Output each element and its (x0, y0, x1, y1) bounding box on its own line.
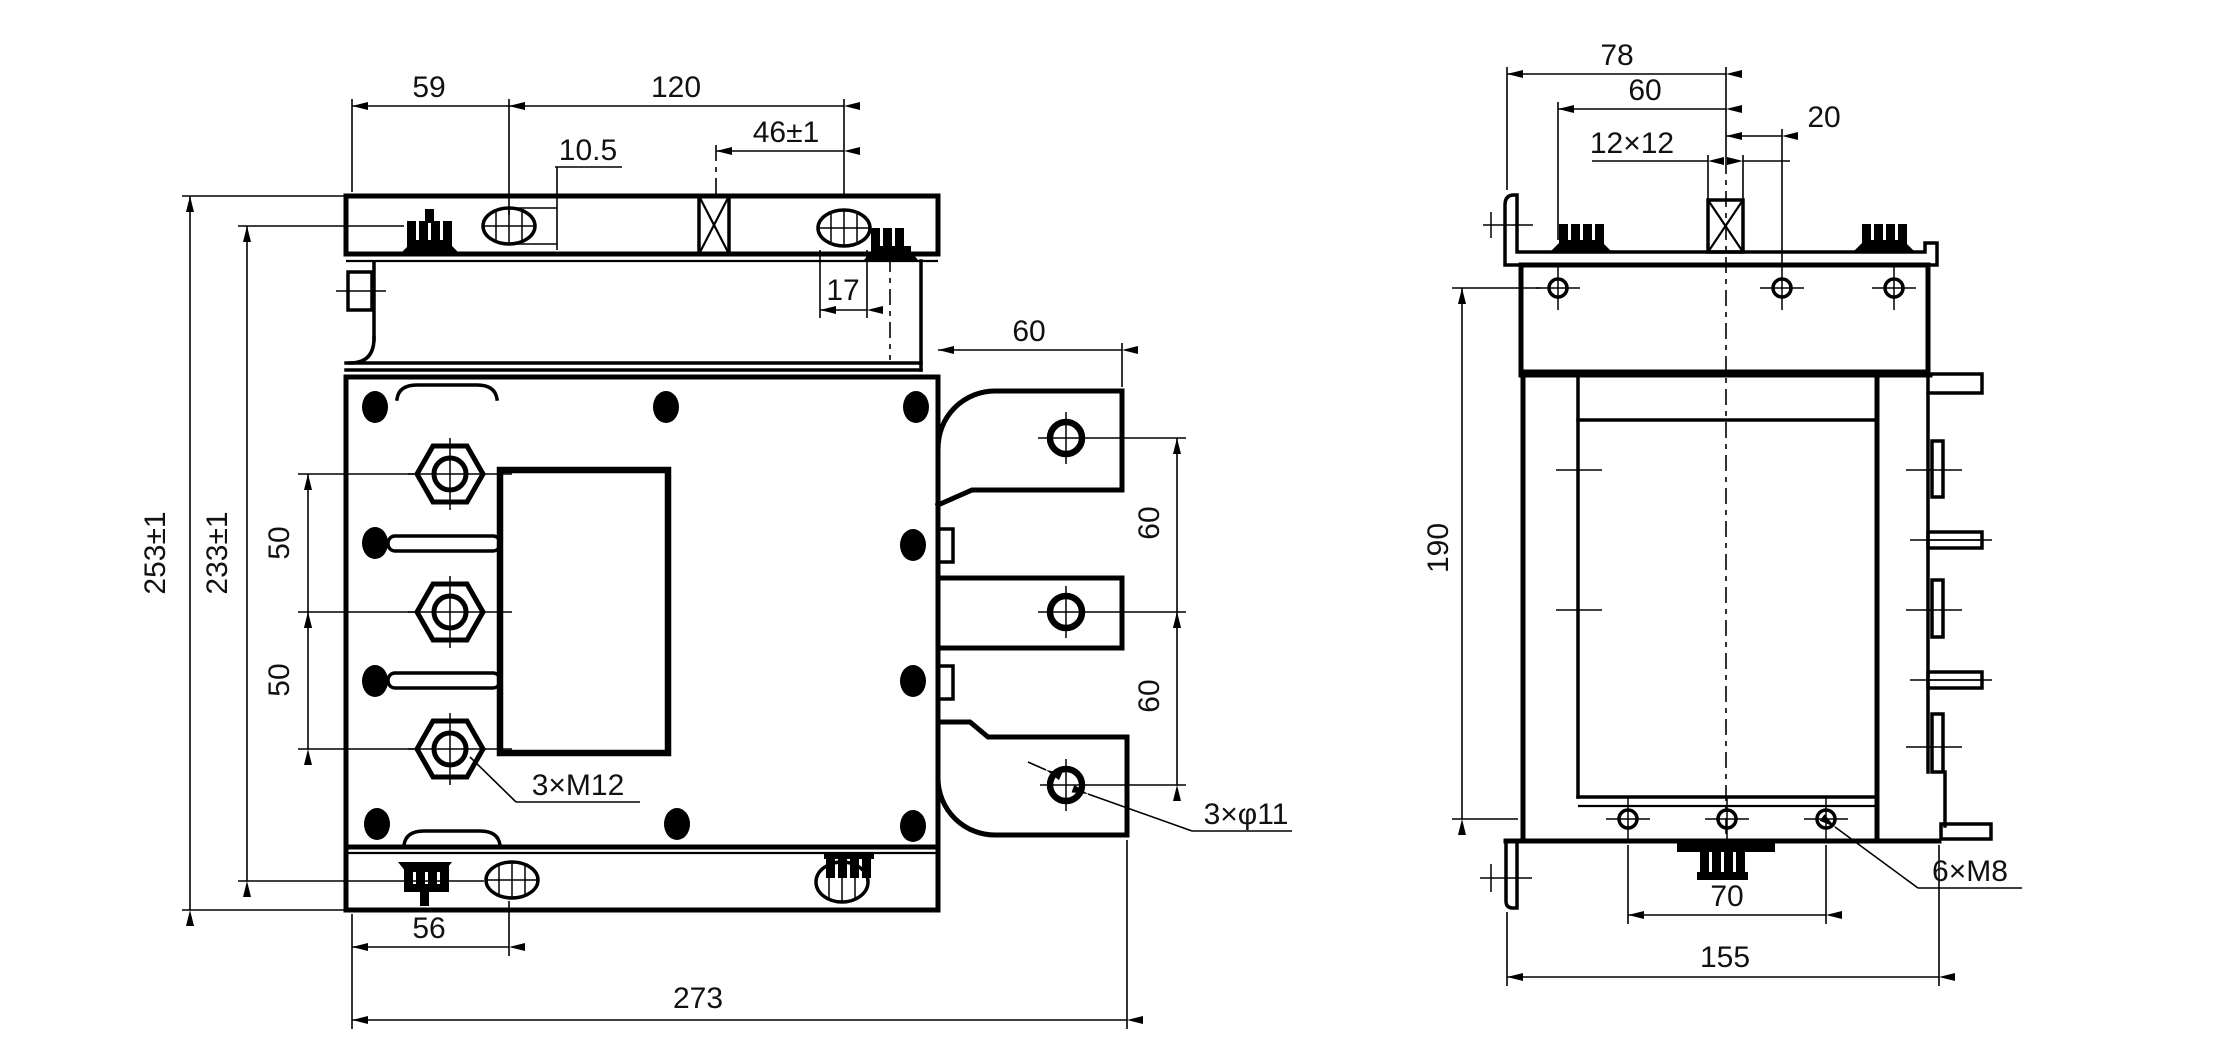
front-view: 59 120 10.5 46±1 17 253±1 233±1 (139, 71, 1292, 1029)
dim-lug-length: 60 (1012, 315, 1045, 348)
mounting-hole-bottom-2 (1705, 797, 1749, 841)
side-body (1520, 158, 1880, 858)
side-notch-2 (936, 664, 955, 701)
dim-terminal-thread: 3×M12 (532, 769, 625, 802)
bottom-mounting-bar (343, 844, 941, 913)
screw-clamp-side-bottom (1677, 843, 1775, 880)
dim-pole-pitch-lower: 50 (263, 663, 296, 696)
foot-right (1939, 822, 1993, 841)
front-dimensions: 59 120 10.5 46±1 17 253±1 233±1 (139, 71, 1292, 1029)
dim-top-width: 120 (651, 71, 701, 104)
hex-nut-1 (408, 438, 512, 510)
dim-base-slot-offset: 56 (412, 912, 445, 945)
terminal-lugs (934, 388, 1186, 838)
mounting-hole-bottom-1 (1606, 797, 1650, 841)
dim-top-depth: 78 (1600, 39, 1633, 72)
rivets (362, 391, 929, 842)
dim-base-hole-spacing: 70 (1710, 880, 1743, 913)
slotted-hole-top-right (816, 208, 872, 248)
dim-slot-width: 10.5 (559, 134, 617, 167)
slotted-hole-bottom-right (814, 852, 874, 904)
dim-top-left-width: 59 (412, 71, 445, 104)
head-block (1518, 262, 1933, 378)
side-notch-1 (936, 527, 955, 564)
bottom-flange (1480, 797, 1942, 910)
dim-pole-pitch-upper: 50 (263, 526, 296, 559)
dim-lug-pitch-lower: 60 (1133, 679, 1166, 712)
screw-clamp-bottom-right (824, 852, 874, 878)
dim-mounting-height: 233±1 (201, 511, 234, 594)
dim-overall-depth: 155 (1700, 941, 1750, 974)
side-dimensions: 78 60 20 12×12 190 70 (1422, 39, 2022, 986)
terminal-bar-2 (386, 671, 502, 690)
top-flange (1483, 193, 1939, 267)
dim-hole-offset: 20 (1807, 101, 1840, 134)
screw-clamp-bottom-left (398, 862, 452, 906)
tab-top (1926, 372, 1984, 395)
mounting-hole-bottom-3 (1804, 797, 1848, 841)
dim-overall-height: 253±1 (139, 511, 172, 594)
coil-terminal-symbol (697, 194, 731, 256)
screw-clamp-top-left (400, 209, 460, 254)
main-body (343, 374, 955, 850)
screw-clamp-top-right (864, 228, 918, 260)
slotted-hole-top-left (481, 206, 557, 246)
mounting-hole-top-1 (1536, 266, 1580, 310)
coil-window (496, 466, 672, 757)
arc-chute-housing (336, 256, 923, 372)
dim-lug-pitch-upper: 60 (1133, 506, 1166, 539)
side-view: 78 60 20 12×12 190 70 (1422, 39, 2022, 986)
slotted-hole-bottom-left (484, 860, 540, 900)
wire-clip-top (395, 383, 499, 401)
contact-tabs (1906, 372, 1993, 841)
dim-base-thread: 6×M8 (1932, 855, 2008, 888)
screw-clamp-side-right (1853, 224, 1915, 252)
mounting-hole-top-3 (1872, 266, 1916, 310)
lug-bottom (935, 719, 1130, 838)
lug-top (934, 388, 1125, 509)
dim-top-hole-depth: 60 (1628, 74, 1661, 107)
screw-clamp-side-left (1550, 224, 1612, 252)
top-mounting-bar (343, 193, 941, 263)
dim-mounting-hole-height: 190 (1422, 523, 1455, 573)
mounting-hole-top-2 (1760, 266, 1804, 310)
dim-slot-length: 17 (826, 274, 859, 307)
wire-clip-bottom (402, 829, 502, 847)
terminal-bar-1 (386, 534, 502, 553)
lug-middle (935, 575, 1125, 651)
hex-nut-3 (408, 713, 512, 785)
dim-overall-width: 273 (673, 982, 723, 1015)
hex-nut-2 (408, 576, 512, 648)
dim-coil-terminal-square: 12×12 (1590, 127, 1674, 160)
dim-lug-hole: 3×φ11 (1204, 798, 1289, 831)
dim-coil-offset: 46±1 (753, 116, 820, 149)
